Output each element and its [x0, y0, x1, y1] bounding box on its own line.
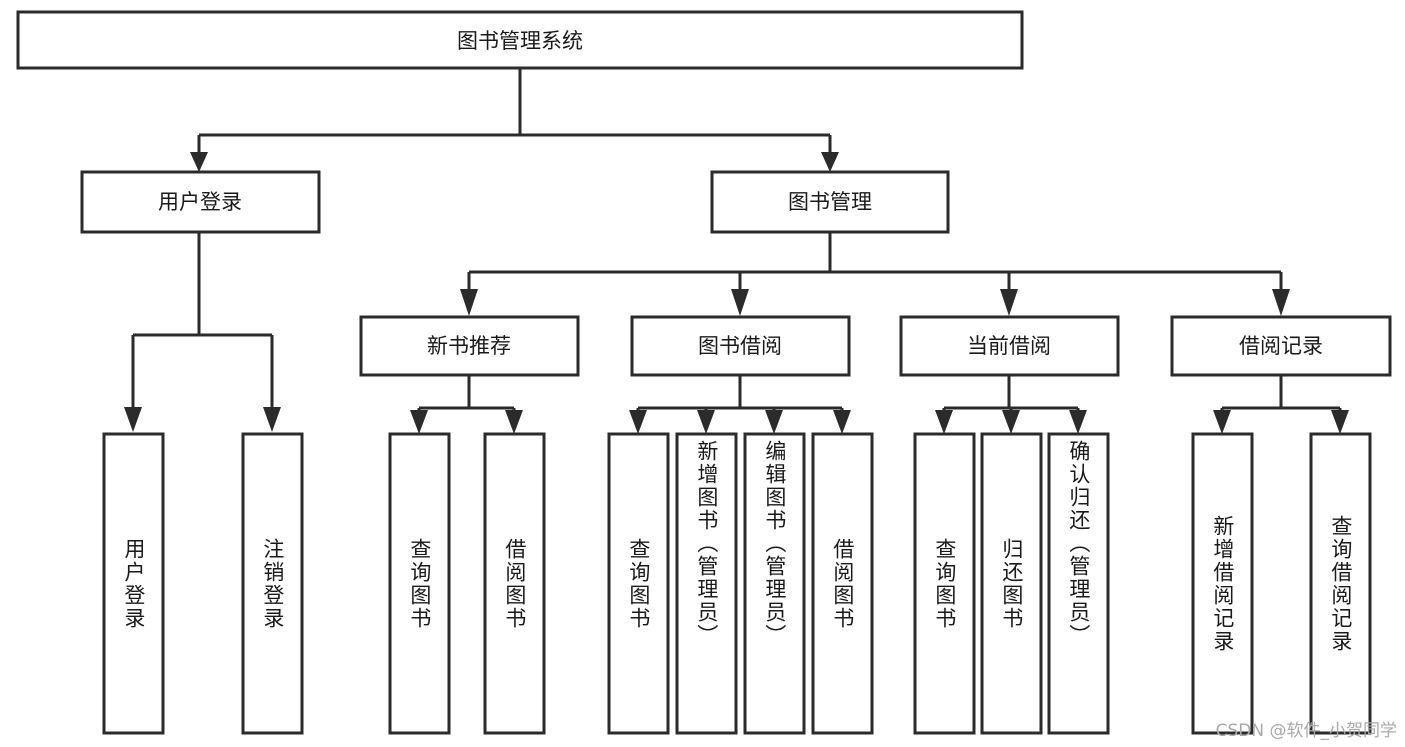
node-leaf-add-book-box[interactable] [675, 432, 738, 735]
node-book-borrow-box[interactable] [630, 315, 851, 377]
node-root[interactable]: 图书管理系统 [16, 10, 1024, 70]
arrow-head-leaf-return-book [1002, 410, 1020, 434]
node-borrow-record-box[interactable] [1170, 315, 1392, 377]
node-user-login[interactable]: 用户登录 [80, 170, 321, 234]
arrow-head-leaf-borrow-book-1 [505, 410, 523, 434]
node-leaf-query-book-2-box[interactable] [607, 432, 670, 735]
node-leaf-borrow-book-2-box[interactable] [811, 432, 874, 735]
node-leaf-confirm-return-box[interactable] [1047, 432, 1110, 735]
node-book-manage[interactable]: 图书管理 [710, 170, 950, 234]
node-leaf-query-record-box[interactable] [1309, 432, 1372, 735]
node-root-label: 图书管理系统 [457, 29, 583, 53]
node-book-borrow[interactable]: 图书借阅 [630, 315, 851, 377]
node-leaf-logout-box[interactable] [241, 432, 304, 735]
arrow-head-book-borrow [731, 289, 749, 316]
node-borrow-record[interactable]: 借阅记录 [1170, 315, 1392, 377]
arrow-head-book-manage [821, 152, 839, 172]
arrow-head-leaf-confirm-return [1069, 410, 1087, 434]
leaf-box-group [102, 432, 1372, 735]
node-new-book-rec[interactable]: 新书推荐 [359, 315, 580, 377]
node-new-book-rec-label: 新书推荐 [427, 334, 511, 358]
arrow-head-leaf-logout [263, 407, 281, 432]
connector-group [124, 68, 1349, 434]
arrow-head-leaf-query-book-1 [410, 410, 428, 434]
arrow-head-leaf-query-book-2 [629, 410, 647, 434]
arrow-head-leaf-query-record [1331, 410, 1349, 434]
node-user-login-label: 用户登录 [158, 190, 242, 214]
csdn-watermark: CSDN @软件_小贺同学 [1215, 721, 1397, 741]
arrow-head-leaf-user-login [124, 407, 142, 432]
arrow-head-current-borrow [1000, 289, 1018, 316]
node-leaf-user-login-box[interactable] [102, 432, 165, 735]
node-leaf-query-book-1-box[interactable] [388, 432, 451, 735]
node-borrow-record-label: 借阅记录 [1239, 334, 1323, 358]
node-book-borrow-label: 图书借阅 [698, 334, 782, 358]
arrow-head-new-book-rec [460, 289, 478, 316]
node-book-manage-label: 图书管理 [788, 190, 872, 214]
node-user-login-box[interactable] [80, 170, 321, 234]
node-leaf-add-record-box[interactable] [1191, 432, 1254, 735]
node-current-borrow-box[interactable] [899, 315, 1120, 377]
node-book-manage-box[interactable] [710, 170, 950, 234]
node-leaf-edit-book-box[interactable] [743, 432, 806, 735]
arrow-head-leaf-add-book [697, 410, 715, 434]
arrow-head-leaf-add-record [1213, 410, 1231, 434]
arrow-head-leaf-edit-book [765, 410, 783, 434]
node-current-borrow-label: 当前借阅 [967, 334, 1051, 358]
node-root-box[interactable] [16, 10, 1024, 70]
node-new-book-rec-box[interactable] [359, 315, 580, 377]
arrow-head-user-login [190, 152, 208, 172]
node-leaf-query-book-3-box[interactable] [913, 432, 976, 735]
node-leaf-return-book-box[interactable] [980, 432, 1043, 735]
arrow-head-leaf-borrow-book-2 [833, 410, 851, 434]
node-leaf-borrow-book-1-box[interactable] [483, 432, 546, 735]
arrow-head-leaf-query-book-3 [935, 410, 953, 434]
arrow-head-borrow-record [1272, 289, 1290, 316]
node-current-borrow[interactable]: 当前借阅 [899, 315, 1120, 377]
